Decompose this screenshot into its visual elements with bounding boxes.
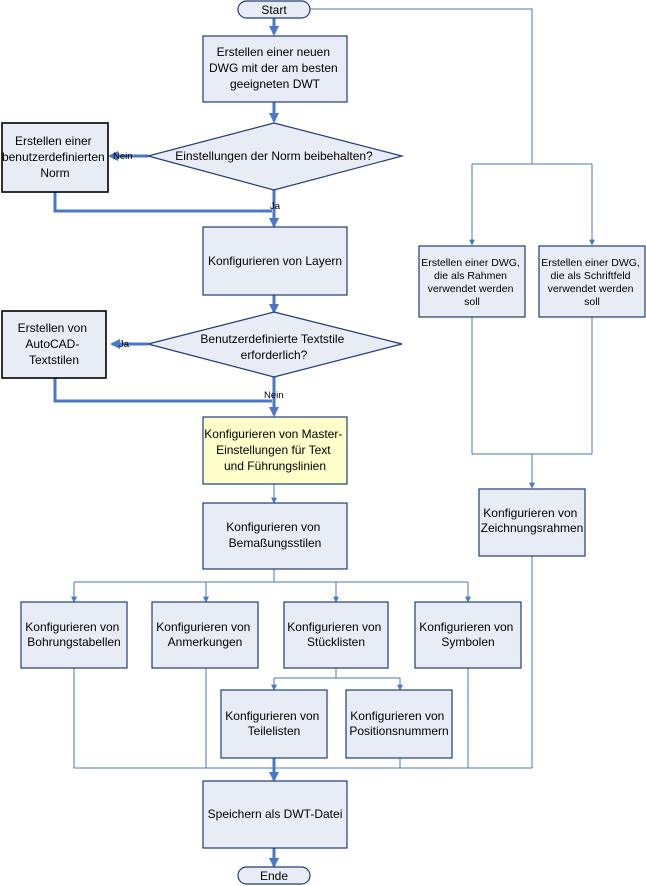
keep-norm-label: Einstellungen der Norm beibehalten?: [175, 149, 373, 163]
symbols-label: Konfigurieren von Symbolen: [419, 620, 516, 649]
custom-norm-label: Erstellen einer benutzerdefinierten Norm: [2, 134, 108, 180]
titleblock-dwg-node: Erstellen einer DWG, die als Schriftfeld…: [538, 245, 646, 318]
dim-styles-node: Konfigurieren von Bemaßungsstilen: [202, 502, 348, 570]
hole-tables-box: [20, 601, 128, 669]
annotations-label: Konfigurieren von Anmerkungen: [156, 620, 253, 649]
save-dwt-label: Speichern als DWT-Datei: [208, 807, 343, 821]
keep-norm-diamond: [145, 122, 405, 191]
edge-label-nein-1: Nein: [113, 151, 133, 162]
save-dwt-node: Speichern als DWT-Datei: [202, 780, 348, 849]
bom-label: Konfigurieren von Stücklisten: [287, 620, 384, 649]
start-label: Start: [261, 3, 287, 17]
master-settings-node: Konfigurieren von Master- Einstellungen …: [202, 416, 348, 485]
end-terminal: Ende: [237, 866, 311, 885]
start-shape: [237, 0, 311, 19]
dim-styles-label: Konfigurieren von Bemaßungsstilen: [226, 520, 323, 550]
edge-start-right: [310, 8, 533, 164]
frame-dwg-box: [418, 245, 526, 318]
frame-dwg-label: Erstellen einer DWG, die als Rahmen verw…: [421, 257, 523, 308]
save-dwt-box: [202, 780, 348, 849]
drawing-frames-label: Konfigurieren von Zeichnungsrahmen: [481, 506, 584, 535]
start-terminal: Start: [237, 0, 311, 19]
titleblock-dwg-label: Erstellen einer DWG, die als Schriftfeld…: [541, 257, 643, 308]
parts-lists-label: Konfigurieren von Teilelisten: [225, 709, 322, 738]
bom-node: Konfigurieren von Stücklisten: [283, 601, 389, 669]
custom-norm-node: Erstellen einer benutzerdefinierten Norm: [1, 122, 109, 193]
edge-label-ja-1: Ja: [270, 201, 281, 212]
custom-textstyles-decision: Benutzerdefinierte Textstile erforderlic…: [147, 311, 403, 378]
parts-lists-box: [220, 689, 328, 759]
balloons-box: [345, 689, 453, 759]
keep-norm-decision: Einstellungen der Norm beibehalten?: [145, 122, 405, 191]
dim-styles-box: [202, 502, 348, 570]
autocad-textstyles-box: [1, 310, 107, 379]
create-dwg-node: Erstellen einer neuen DWG mit der am bes…: [202, 35, 348, 103]
edge-custom-norm-back: [53, 192, 272, 213]
layers-box: [202, 226, 348, 296]
drawing-frames-box: [478, 488, 586, 557]
custom-textstyles-label: Benutzerdefinierte Textstile erforderlic…: [200, 332, 347, 362]
end-label: Ende: [260, 869, 288, 883]
create-dwg-box: [202, 35, 348, 103]
custom-textstyles-diamond: [147, 311, 403, 378]
symbols-box: [414, 601, 522, 669]
master-settings-box: [202, 416, 348, 485]
annotations-box: [151, 601, 259, 669]
connectors: [53, 8, 595, 869]
create-dwg-label: Erstellen einer neuen DWG mit der am bes…: [209, 45, 341, 91]
drawing-frames-node: Konfigurieren von Zeichnungsrahmen: [478, 488, 586, 557]
bom-box: [283, 601, 389, 669]
custom-norm-box: [1, 122, 109, 193]
balloons-node: Konfigurieren von Positionsnummern: [345, 689, 453, 759]
edge-label-nein-2: Nein: [264, 390, 284, 401]
autocad-textstyles-label: Erstellen von AutoCAD- Textstilen: [18, 321, 91, 367]
autocad-textstyles-node: Erstellen von AutoCAD- Textstilen: [1, 310, 107, 379]
end-shape: [237, 866, 311, 885]
master-settings-label: Konfigurieren von Master- Einstellungen …: [204, 427, 345, 473]
titleblock-dwg-box: [538, 245, 646, 318]
parts-lists-node: Konfigurieren von Teilelisten: [220, 689, 328, 759]
edge-label-ja-2: Ja: [119, 339, 130, 350]
edge-textstyles-back: [53, 378, 272, 403]
layers-node: Konfigurieren von Layern: [202, 226, 348, 296]
hole-tables-label: Konfigurieren von Bohrungstabellen: [25, 620, 122, 649]
symbols-node: Konfigurieren von Symbolen: [414, 601, 522, 669]
balloons-label: Konfigurieren von Positionsnummern: [349, 709, 448, 738]
layers-label: Konfigurieren von Layern: [208, 254, 342, 268]
frame-dwg-node: Erstellen einer DWG, die als Rahmen verw…: [418, 245, 526, 318]
annotations-node: Konfigurieren von Anmerkungen: [151, 601, 259, 669]
hole-tables-node: Konfigurieren von Bohrungstabellen: [20, 601, 128, 669]
